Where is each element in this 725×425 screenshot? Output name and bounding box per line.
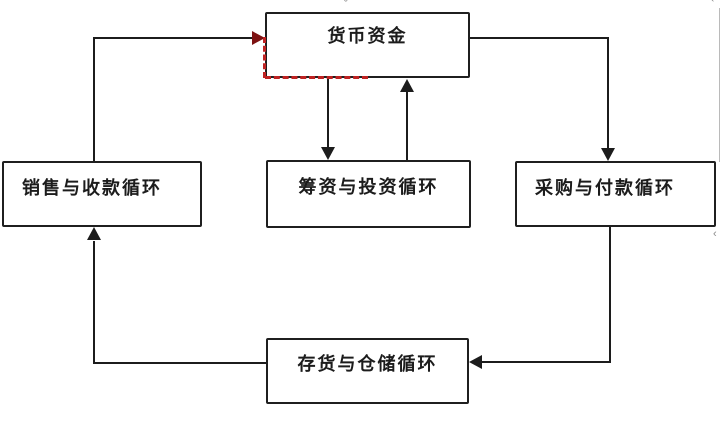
connector-money-to-purchase-horizontal (468, 37, 609, 39)
node-purchase-payment-cycle[interactable]: 采购与付款循环 (515, 161, 716, 227)
stray-mark-right: ‹ (713, 228, 717, 240)
arrowhead-into-purchase-top-icon (601, 148, 615, 161)
arrowhead-into-money-left-icon (252, 31, 265, 45)
connector-sales-to-money-vertical (93, 38, 95, 161)
stray-vertical-line (719, 8, 720, 162)
arrowhead-into-inventory-right-icon (469, 355, 482, 369)
connector-financing-to-money (406, 91, 408, 160)
arrowhead-into-sales-bottom-icon (87, 227, 101, 240)
node-sales-collection-cycle-label: 销售与收款循环 (22, 178, 162, 198)
node-inventory-warehouse-cycle[interactable]: 存货与仓储循环 (266, 338, 469, 404)
selection-dash-left-edge (263, 37, 266, 78)
stray-mark-top: ˇ (344, 0, 348, 11)
node-financing-investment-cycle-label: 筹资与投资循环 (298, 177, 439, 197)
stray-mark-top-right: ˋ (711, 0, 715, 11)
connector-sales-to-money-horizontal (93, 37, 254, 39)
node-purchase-payment-cycle-label: 采购与付款循环 (535, 178, 675, 198)
selection-dash-bottom-edge (265, 76, 368, 79)
connector-inventory-to-sales-vertical (93, 241, 95, 364)
node-inventory-warehouse-cycle-label: 存货与仓储循环 (297, 354, 438, 374)
node-monetary-funds-label: 货币资金 (327, 26, 408, 46)
connector-money-to-purchase-vertical (607, 38, 609, 148)
arrowhead-into-financing-top-icon (321, 147, 335, 160)
connector-purchase-to-inventory-vertical (609, 227, 611, 362)
connector-money-to-financing (327, 78, 329, 149)
node-monetary-funds[interactable]: 货币资金 (265, 12, 470, 78)
arrowhead-into-money-bottom-icon (400, 79, 414, 92)
connector-inventory-to-sales-horizontal (94, 362, 266, 364)
node-sales-collection-cycle[interactable]: 销售与收款循环 (2, 161, 202, 227)
connector-purchase-to-inventory-horizontal (482, 361, 611, 363)
node-financing-investment-cycle[interactable]: 筹资与投资循环 (266, 160, 471, 228)
